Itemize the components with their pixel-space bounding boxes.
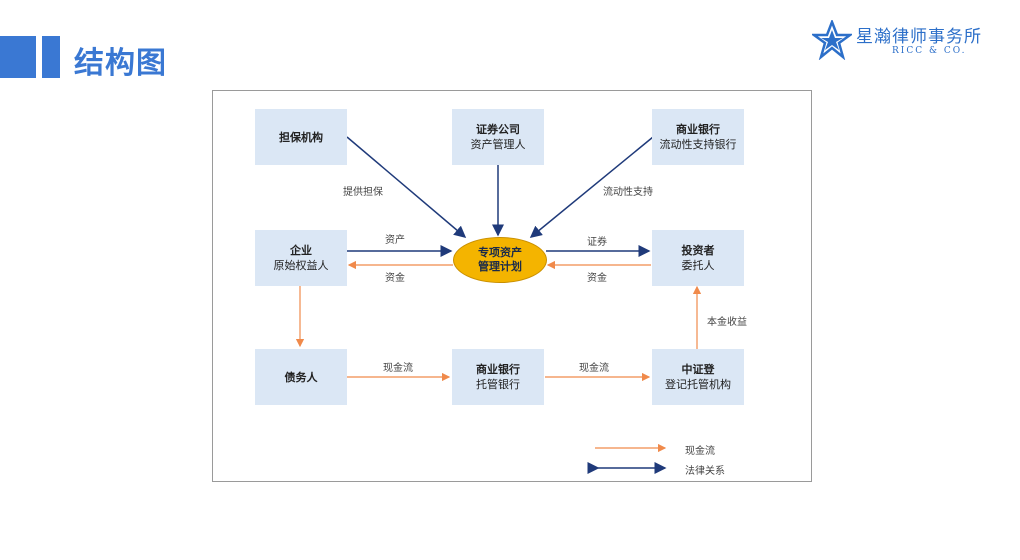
node-debtor: 债务人 xyxy=(255,349,347,405)
firm-logo: 星瀚律师事务所 RICC & CO. xyxy=(810,18,992,64)
label-liquidity: 流动性支持 xyxy=(603,187,653,198)
node-bank-support: 商业银行 流动性支持银行 xyxy=(652,109,744,165)
legend-legal-label: 法律关系 xyxy=(685,466,725,477)
arrow-guarantor-spv xyxy=(346,136,467,238)
arrow-bank-spv xyxy=(529,136,654,238)
label-principal: 本金收益 xyxy=(707,317,747,328)
label-cashflow-2: 现金流 xyxy=(579,363,609,374)
page-title: 结构图 xyxy=(74,46,167,81)
title-accent-bar-small xyxy=(42,36,60,78)
title-accent-bar xyxy=(0,36,36,78)
label-funds-left: 资金 xyxy=(385,273,405,284)
node-clearing: 中证登 登记托管机构 xyxy=(652,349,744,405)
label-cashflow-1: 现金流 xyxy=(383,363,413,374)
diagram-frame: 担保机构 证券公司 资产管理人 商业银行 流动性支持银行 企业 原始权益人 专项… xyxy=(212,90,812,482)
label-asset: 资产 xyxy=(385,235,405,246)
node-bank-custody: 商业银行 托管银行 xyxy=(452,349,544,405)
legend-cash-label: 现金流 xyxy=(685,446,715,457)
logo-subtitle: RICC & CO. xyxy=(892,46,967,56)
logo-name: 星瀚律师事务所 xyxy=(856,27,982,47)
node-guarantor: 担保机构 xyxy=(255,109,347,165)
label-certificate: 证券 xyxy=(587,237,607,248)
star-logo-icon xyxy=(810,18,854,61)
node-investor: 投资者 委托人 xyxy=(652,230,744,286)
label-funds-right: 资金 xyxy=(587,273,607,284)
node-enterprise: 企业 原始权益人 xyxy=(255,230,347,286)
node-securities: 证券公司 资产管理人 xyxy=(452,109,544,165)
arrows-layer xyxy=(295,136,702,474)
label-guarantee: 提供担保 xyxy=(343,187,383,198)
node-spv: 专项资产 管理计划 xyxy=(453,237,547,283)
